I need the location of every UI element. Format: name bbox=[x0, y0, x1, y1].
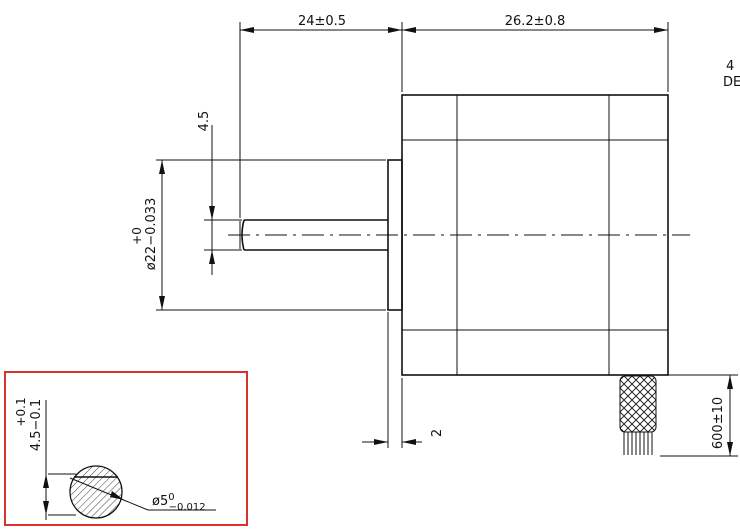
flat-depth-label: 4.5 bbox=[197, 111, 212, 132]
detail-diameter-lower: −0.012 bbox=[169, 502, 206, 513]
side-note-top: 4 bbox=[726, 59, 734, 74]
svg-text:ø50−0.012: ø50−0.012 bbox=[152, 492, 206, 513]
flange-thickness-label: 2 bbox=[430, 429, 445, 437]
flat-depth-dimension: 4.5 bbox=[197, 111, 242, 275]
shaft-length-dimension: 24±0.5 bbox=[239, 14, 403, 218]
lead-length-dimension: 600±10 bbox=[660, 374, 738, 457]
body-length-dimension: 26.2±0.8 bbox=[402, 14, 669, 92]
shaft-diameter-main: ø22−0.033 bbox=[144, 198, 159, 271]
lead-length-label: 600±10 bbox=[711, 397, 726, 449]
flange-thickness-dimension: 2 bbox=[362, 312, 445, 448]
shaft-diameter-dimension: +0 ø22−0.033 bbox=[130, 159, 386, 311]
detail-flat-tol: +0.1 bbox=[14, 397, 28, 426]
side-note-bottom: DE bbox=[723, 75, 740, 90]
shaft-detail-view: +0.1 4.5−0.1 ø50−0.012 bbox=[4, 371, 248, 526]
detail-diameter-upper: 0 bbox=[168, 492, 174, 503]
shaft-length-label: 24±0.5 bbox=[298, 14, 346, 29]
shaft-diameter-tol: +0 bbox=[130, 227, 144, 245]
detail-frame bbox=[4, 371, 248, 526]
body-length-label: 26.2±0.8 bbox=[505, 14, 566, 29]
shaft-section bbox=[69, 465, 123, 519]
detail-diameter-base: ø5 bbox=[152, 494, 168, 509]
detail-flat-main: 4.5−0.1 bbox=[29, 399, 44, 451]
lead-wires bbox=[619, 375, 657, 455]
